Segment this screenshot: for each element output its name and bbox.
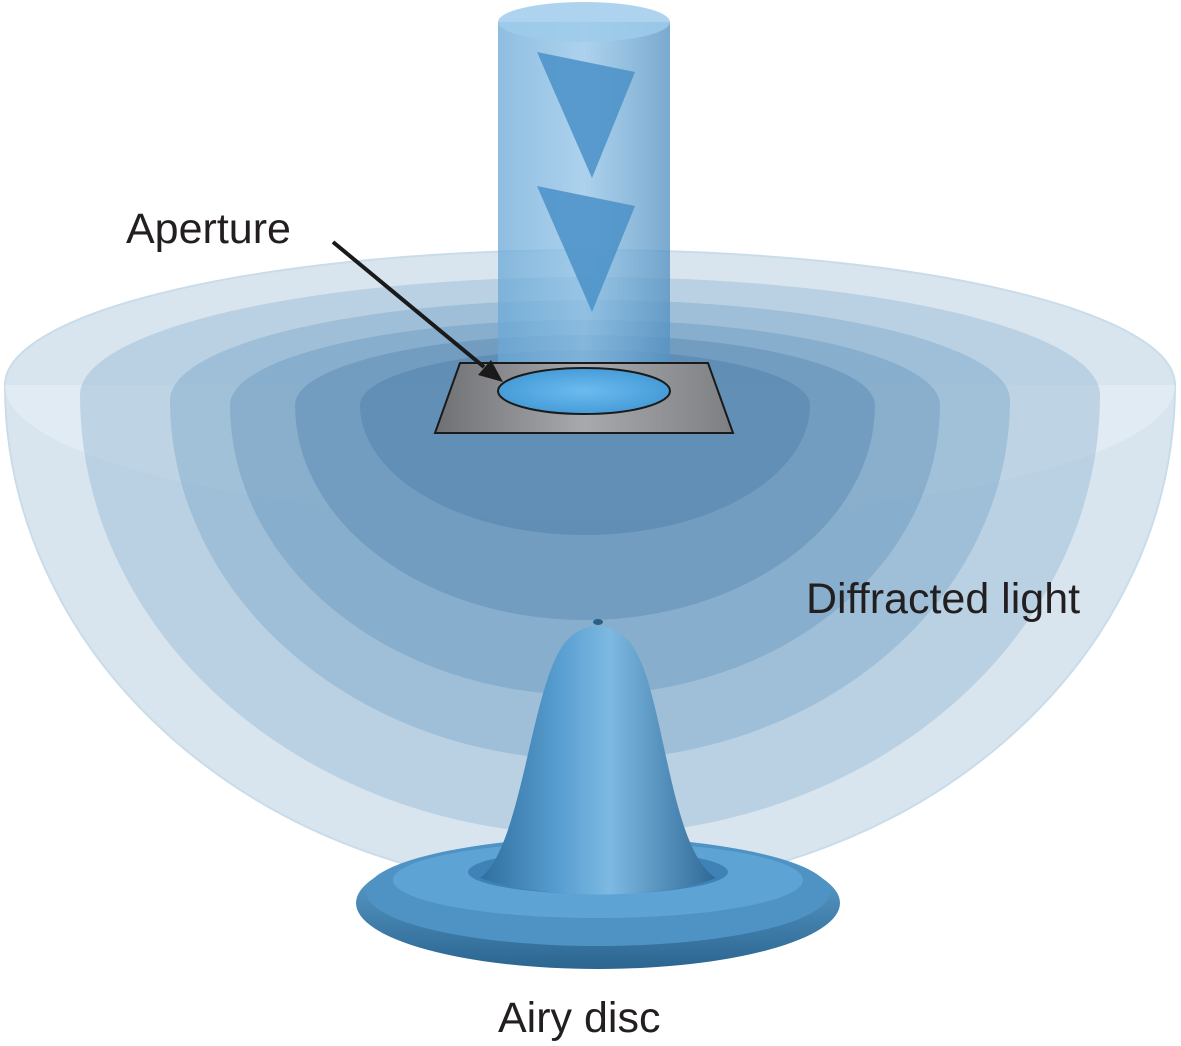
wavefront-shell-2 (80, 277, 1100, 835)
beam-direction-arrow-2 (537, 186, 635, 312)
diffracted-light-label: Diffracted light (806, 575, 1081, 623)
aperture-label: Aperture (126, 205, 291, 253)
aperture-hole (497, 367, 671, 415)
wavefront-shell-4 (230, 320, 940, 695)
incident-light-beam (498, 2, 670, 388)
wavefront-shell-1-rim (5, 385, 1175, 520)
aperture-plate (433, 362, 735, 434)
airy-disc-label: Airy disc (498, 994, 661, 1042)
airy-central-peak (480, 626, 716, 895)
airy-disc-profile (356, 619, 840, 969)
aperture-pointer-arrow (331, 240, 503, 382)
wavefront-shell-3 (170, 300, 1010, 760)
beam-direction-arrow-1 (537, 52, 635, 178)
wavefront-shell-5 (295, 335, 875, 620)
